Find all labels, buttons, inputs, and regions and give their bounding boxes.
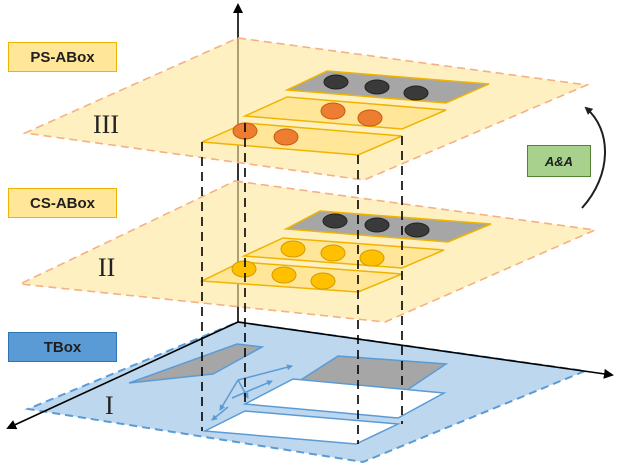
- cs-yellow-dot: [271, 266, 297, 284]
- cs-yellow-dot: [359, 249, 385, 267]
- tbox-white-box-lower: [202, 410, 401, 445]
- cs-yellow-dots-upper: [280, 240, 385, 267]
- ps-orange-dot: [273, 128, 299, 146]
- ps-dark-dot: [364, 79, 390, 95]
- ps-dark-dot: [403, 85, 429, 101]
- tbox-white-box-upper: [242, 378, 447, 419]
- ps-abox-label: PS-ABox: [8, 42, 117, 72]
- tbox-roman-numeral: I: [105, 391, 114, 420]
- cs-dark-dot: [364, 217, 390, 233]
- ps-dark-dot: [323, 74, 349, 90]
- aa-transition-label: A&A: [527, 145, 591, 177]
- y-axis: [6, 321, 239, 430]
- tbox-label: TBox: [8, 332, 117, 362]
- tbox-relation-arrows: [211, 364, 293, 421]
- cs-yellow-dot: [231, 260, 257, 278]
- cs-yellow-dots-lower: [231, 260, 336, 290]
- ps-orange-dot: [320, 102, 346, 120]
- cs-yellow-dot: [310, 272, 336, 290]
- projection-lines: [201, 123, 403, 444]
- ps-dark-dots: [323, 74, 429, 101]
- ps-orange-dot: [357, 109, 383, 127]
- cs-yellow-dot: [320, 244, 346, 262]
- ps-yellow-strip-upper: [242, 96, 447, 130]
- aa-curved-arrow: [581, 106, 606, 209]
- ps-orange-dots-upper: [320, 102, 383, 127]
- ps-abox-roman-numeral: III: [93, 110, 119, 139]
- cs-dark-dot: [404, 222, 430, 238]
- cs-dark-dot: [322, 213, 348, 229]
- cs-dark-dots: [322, 213, 430, 238]
- x-axis: [237, 321, 614, 379]
- cs-yellow-dot: [280, 240, 306, 258]
- cs-abox-roman-numeral: II: [98, 253, 115, 282]
- cs-abox-label: CS-ABox: [8, 188, 117, 218]
- tbox-gray-strip-left: [128, 343, 265, 384]
